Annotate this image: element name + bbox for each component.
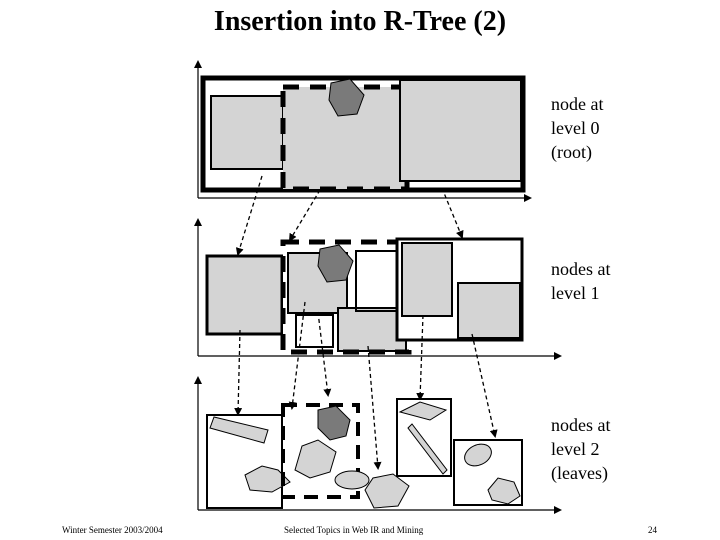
arrows-l1-to-l2 (234, 301, 498, 470)
leaf-5-object-blob (487, 477, 521, 505)
level-1-label-line-2: level 1 (551, 283, 600, 303)
slide-title: Insertion into R-Tree (2) (213, 6, 507, 37)
leaf-1-object-bar (209, 416, 269, 444)
level-1-label: nodes at level 1 (551, 257, 610, 305)
leaf-2-object-ellipse (334, 470, 370, 490)
l1-right-entry-a (401, 242, 453, 317)
l1-middle-node-dashed (280, 239, 412, 355)
leaf-2-object (294, 439, 337, 479)
leaf-4-object-triangle (398, 401, 448, 421)
arrow-l1-right-b-to-leaf-6 (471, 333, 498, 438)
root-entry-right (399, 79, 522, 182)
new-object-hexagon-l0 (328, 78, 365, 117)
level-0-label-line-1: node at (551, 94, 604, 114)
root-entry-left (210, 95, 284, 170)
new-object-hexagon-l2 (317, 405, 351, 441)
footer-semester: Winter Semester 2003/2004 (62, 525, 163, 535)
level-1-plot (194, 218, 562, 360)
leaf-3-object-blob (364, 473, 410, 509)
level-2-plot (194, 376, 562, 514)
leaf-4-object-line (407, 423, 448, 475)
footer-course-title: Selected Topics in Web IR and Mining (284, 525, 424, 535)
level-2-label: nodes at level 2 (leaves) (551, 413, 610, 485)
arrow-l1-right-a-to-leaf-5 (416, 314, 425, 401)
new-object-hexagon-l1 (317, 244, 354, 283)
l1-middle-entry-inner (295, 314, 334, 348)
leaf-2-box (281, 403, 360, 499)
leaf-1-object-blob (244, 465, 291, 493)
level-1-label-line-1: nodes at (551, 259, 611, 279)
arrow-l1-top-to-leaf-2 (288, 301, 306, 410)
l1-left-node (205, 254, 284, 336)
arrow-root-to-right-node (441, 187, 464, 239)
level-2-label-line-2: level 2 (551, 439, 600, 459)
l1-right-entry-b (457, 282, 521, 339)
footer-page-number: 24 (648, 525, 657, 535)
level-0-label: node at level 0 (root) (551, 92, 603, 164)
level-2-label-line-3: (leaves) (551, 463, 608, 483)
level-2-label-line-1: nodes at (551, 415, 611, 435)
level-0-plot (194, 60, 532, 202)
level-0-label-line-3: (root) (551, 142, 592, 162)
arrows-l0-to-l1 (235, 175, 464, 256)
leaf-5-object-ellipse (464, 443, 492, 467)
level-0-label-line-2: level 0 (551, 118, 600, 138)
arrow-root-to-middle-node (288, 189, 321, 242)
arrow-l1-bottom-to-leaf-4 (367, 345, 382, 470)
arrow-l1-left-to-leaf-1 (234, 329, 243, 416)
